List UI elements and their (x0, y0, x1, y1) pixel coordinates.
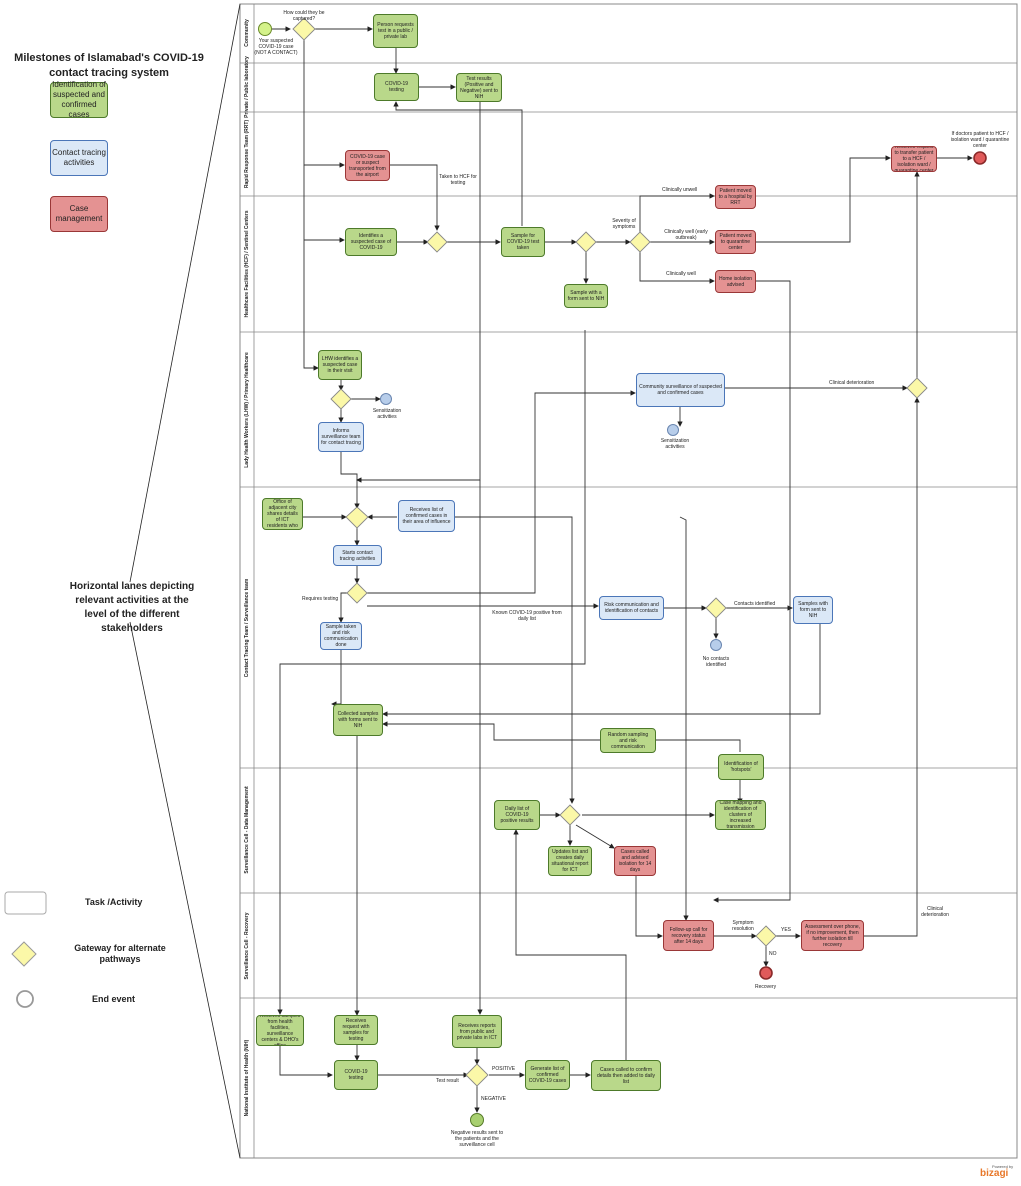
label-severity-of-symptoms: Severity of symptoms (612, 218, 636, 230)
task-case-mapping: Case mapping and identification of clust… (715, 800, 766, 830)
task-collected-samples-sent-nih: Collected samples with forms sent to NIH (333, 704, 383, 736)
task-patient-moved-hospital: Patient moved to a hospital by RRT (715, 185, 756, 209)
task-home-isolation: Home isolation advised (715, 270, 756, 293)
label-taken-to-hcf: Taken to HCF for testing (439, 174, 477, 186)
task-community-surveillance: Community surveillance of suspected and … (636, 373, 725, 407)
task-airport-transport: COVID-19 case or suspect transported fro… (345, 150, 390, 181)
label-sensitization-2: Sensitization activities (660, 438, 690, 450)
lane-label-data-management: Surveillance Cell - Data Management (244, 786, 250, 874)
task-samples-form-sent-nih: Samples with form sent to NIH (793, 596, 833, 624)
lane-label-lhw: Lady Health Workers (LHW) / Primary Heal… (244, 352, 250, 468)
task-person-requests-test: Person requests test in a public / priva… (373, 14, 418, 48)
task-receives-transfer-request: Receives request to transfer patient to … (891, 146, 937, 172)
label-suspected-case: Your suspected COVID-19 case (NOT A CONT… (254, 38, 298, 56)
task-cases-advised-isolation: Cases called and advised isolation for 1… (614, 846, 656, 876)
label-positive: POSITIVE (492, 1066, 516, 1072)
lane-label-rrt: Rapid Response Team (RRT) (244, 119, 250, 189)
task-identification-of-contacts: Risk communication and identification of… (599, 596, 664, 620)
task-starts-contact-tracing: Starts contact tracing activities (333, 545, 382, 566)
task-follow-up-call: Follow-up call for recovery status after… (663, 920, 714, 951)
label-how-captured: How could they be captured? (283, 10, 325, 22)
task-receives-lab-reports: Receives reports from public and private… (452, 1015, 502, 1048)
task-sample-risk-communication: Sample taken and risk communication done (320, 622, 362, 650)
label-sensitization-1: Sensitization activities (372, 408, 402, 420)
task-random-sampling: Random sampling and risk communication (600, 728, 656, 753)
task-assessment-over-phone: Assessment over phone, if no improvement… (801, 920, 864, 951)
task-cases-called-confirm: Cases called to confirm details then add… (591, 1060, 661, 1091)
lane-label-recovery: Surveillance Cell - Recovery (244, 912, 250, 980)
label-requires-testing: Requires testing (302, 596, 339, 602)
label-no-contacts: No contacts identified (702, 656, 730, 668)
task-identifies-suspected-case: Identifies a suspected case of COVID-19 (345, 228, 397, 256)
task-generate-confirmed-list: Generate list of confirmed COVID-19 case… (525, 1060, 570, 1090)
bizagi-logo: bizagi (980, 1168, 1009, 1179)
legend-title: Milestones of Islamabad's COVID-19 conta… (14, 52, 204, 79)
label-yes: YES (781, 927, 792, 933)
task-patient-moved-quarantine: Patient moved to quarantine center (715, 230, 756, 254)
label-clinical-deterioration-2: Clinical deterioration (921, 906, 949, 918)
label-negative-results-sent: Negative results sent to the patients an… (450, 1130, 504, 1148)
task-receives-request-samples: Receives request with samples for testin… (334, 1015, 378, 1045)
task-sample-form-sent-nih: Sample with a form sent to NIH (564, 284, 608, 308)
task-test-results-sent-nih: Test results (Positive and Negative) sen… (456, 73, 502, 102)
label-clinically-well-early: Clinically well (early outbreak) (664, 229, 708, 241)
lane-label-contact-tracing: Contact Tracing Team / Surveillance team (244, 578, 250, 678)
label-no: NO (769, 951, 777, 957)
legend-gateway-label: Gateway for alternate pathways (74, 943, 166, 964)
label-clinically-well: Clinically well (666, 271, 696, 277)
task-sample-taken: Sample for COVID-19 test taken (501, 227, 545, 257)
lane-label-laboratory: Private / Public laboratory (244, 56, 250, 118)
task-identification-hotspots: Identification of 'hotspots' (718, 754, 764, 780)
legend-red-box: Case management (50, 196, 108, 232)
task-informs-surveillance: Informs surveillance team for contact tr… (318, 422, 364, 452)
label-test-result: Test result (436, 1078, 459, 1084)
legend-task-label: Task /Activity (85, 897, 143, 907)
task-receives-samples-health-facilities: Receives samples from health facilities,… (256, 1015, 304, 1046)
lane-label-hcf: Healthcare Facilities (HCF) / Sentinel C… (244, 210, 250, 318)
task-nih-covid-testing: COVID-19 testing (334, 1060, 378, 1090)
label-contacts-identified: Contacts identified (734, 601, 776, 607)
lane-label-nih: National Institute of Health (NIH) (244, 1039, 250, 1117)
label-known-positive: Known COVID-19 positive from daily list (492, 610, 562, 622)
task-daily-list-positive: Daily list of COVID-19 positive results (494, 800, 540, 830)
legend-end-label: End event (92, 994, 136, 1004)
legend-green-box: Identification of suspected and confirme… (50, 80, 108, 119)
legend-lanes-note: Horizontal lanes depicting relevant acti… (69, 581, 195, 634)
label-clinically-unwell: Clinically unwell (662, 187, 698, 193)
task-dho-shares-details: District Health Office of adjacent city … (262, 498, 303, 530)
task-lab-covid-testing: COVID-19 testing (374, 73, 419, 101)
task-updates-situational-report: Updates list and creates daily situation… (548, 846, 592, 876)
lane-label-community: Community (244, 19, 250, 47)
label-clinical-deterioration-1: Clinical deterioration (829, 380, 875, 386)
task-lhw-identifies-case: LHW identifies a suspected case in their… (318, 350, 362, 380)
task-receives-confirmed-list: Receives list of confirmed cases in thei… (398, 500, 455, 532)
label-doctors-patient: If doctors patient to HCF / isolation wa… (950, 131, 1010, 149)
legend-blue-box: Contact tracing activities (50, 140, 108, 176)
label-recovery: Recovery (755, 984, 777, 990)
powered-by-text: Powered by (992, 1164, 1014, 1169)
label-symptom-resolution: Symptom resolution (732, 920, 754, 932)
label-negative: NEGATIVE (481, 1096, 506, 1102)
